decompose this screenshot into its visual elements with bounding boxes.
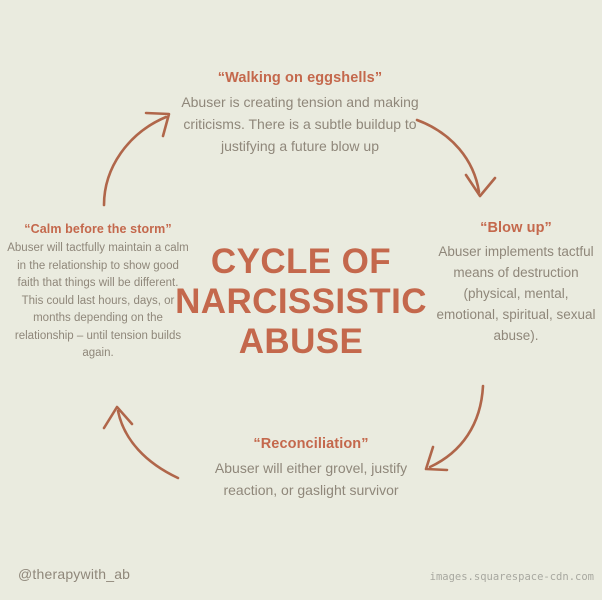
center-title: CYCLE OF NARCISSISTIC ABUSE bbox=[151, 242, 451, 362]
stage-walking-on-eggshells: “Walking on eggshells” Abuser is creatin… bbox=[168, 68, 432, 157]
stage-walking-body: Abuser is creating tension and making cr… bbox=[181, 94, 419, 154]
stage-calm-before-the-storm: “Calm before the storm” Abuser will tact… bbox=[6, 220, 190, 363]
source-watermark: images.squarespace-cdn.com bbox=[429, 571, 594, 583]
arrow-reconciliation-to-calm-icon bbox=[102, 405, 180, 480]
center-title-line-1: CYCLE OF bbox=[210, 242, 392, 281]
stage-blowup-body: Abuser implements tactful means of destr… bbox=[436, 244, 596, 343]
stage-reconciliation: “Reconciliation” Abuser will either grov… bbox=[198, 434, 424, 501]
stage-walking-heading: “Walking on eggshells” bbox=[217, 70, 383, 86]
stage-blowup-heading: “Blow up” bbox=[480, 220, 552, 236]
center-title-line-3: ABUSE bbox=[238, 322, 364, 361]
arrow-calm-to-walking-icon bbox=[102, 111, 171, 207]
stage-calm-heading: “Calm before the storm” bbox=[24, 222, 172, 236]
stage-blow-up: “Blow up” Abuser implements tactful mean… bbox=[434, 218, 598, 346]
stage-reconciliation-body: Abuser will either grovel, justify react… bbox=[214, 460, 408, 498]
arrow-blowup-to-reconciliation-icon bbox=[424, 384, 485, 472]
stage-calm-body: Abuser will tactfully maintain a calm in… bbox=[7, 242, 189, 359]
stage-reconciliation-heading: “Reconciliation” bbox=[253, 436, 369, 452]
center-title-line-2: NARCISSISTIC bbox=[175, 282, 427, 321]
author-handle: @therapywith_ab bbox=[18, 566, 131, 582]
